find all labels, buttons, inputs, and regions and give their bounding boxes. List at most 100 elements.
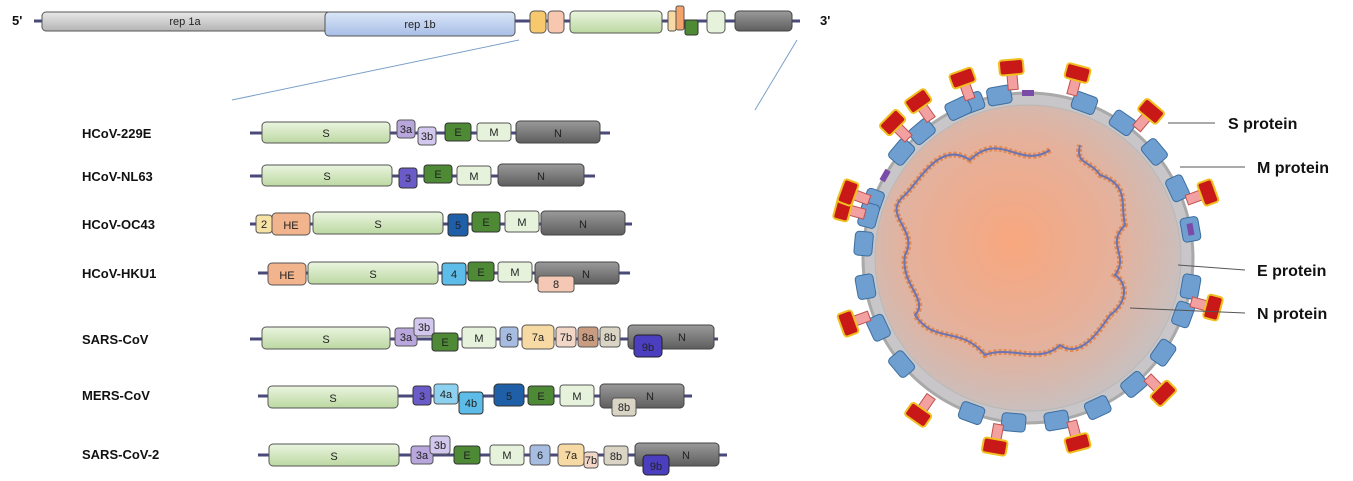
m-protein [1120, 370, 1148, 398]
svg-text:8a: 8a [582, 332, 595, 344]
gene-e [453, 445, 481, 465]
svg-text:3a: 3a [400, 332, 413, 344]
gene-8 [537, 275, 575, 293]
svg-text:7a: 7a [565, 450, 578, 462]
m-protein [853, 230, 874, 257]
gene-n [497, 163, 585, 187]
svg-text:7b: 7b [585, 455, 597, 467]
s-protein [1189, 293, 1224, 322]
three-prime-label: 3' [820, 13, 830, 28]
gene-3 [398, 167, 418, 189]
svg-text:E: E [454, 127, 461, 139]
gene-m [461, 326, 497, 349]
m-protein [1149, 338, 1177, 367]
gene-5 [493, 383, 525, 407]
svg-text:3b: 3b [418, 322, 430, 334]
genome-accessory-box [667, 10, 677, 32]
genome-e-box [684, 19, 699, 36]
svg-text:N: N [646, 391, 654, 403]
svg-text:N: N [554, 128, 562, 140]
gene-s [261, 326, 391, 350]
svg-text:N: N [678, 332, 686, 344]
genome-n-box [734, 10, 793, 32]
svg-text:M: M [469, 171, 478, 183]
gene-9b [642, 454, 670, 476]
m-protein [1000, 412, 1027, 433]
svg-text:3a: 3a [400, 124, 413, 136]
e-protein-label: E protein [1257, 263, 1326, 280]
s-protein [981, 422, 1009, 457]
svg-text:E: E [441, 337, 448, 349]
svg-text:8: 8 [553, 279, 559, 291]
gene-e [423, 164, 453, 184]
svg-text:9b: 9b [642, 342, 654, 354]
m-protein [866, 313, 891, 342]
s-protein [1063, 419, 1092, 454]
genome-s-box [569, 10, 663, 34]
m-protein [986, 84, 1013, 107]
m-protein [944, 96, 973, 121]
gene-3a [394, 327, 418, 347]
svg-text:S: S [322, 334, 329, 346]
svg-text:8b: 8b [618, 402, 630, 414]
n-protein-label: N protein [1257, 306, 1327, 323]
s-protein-label: S protein [1228, 116, 1297, 133]
gene-5 [447, 213, 469, 237]
gene-3b [417, 126, 437, 146]
s-protein [836, 178, 872, 207]
s-protein [1132, 98, 1165, 133]
svg-text:E: E [463, 450, 470, 462]
gene-8b [603, 445, 629, 466]
svg-text:S: S [323, 171, 330, 183]
gene-m [504, 210, 540, 233]
gene-7a [521, 324, 555, 350]
svg-text:6: 6 [537, 450, 543, 462]
svg-text:N: N [582, 269, 590, 281]
gene-n [515, 120, 601, 144]
m-protein [888, 350, 916, 378]
m-protein [1179, 273, 1202, 300]
svg-text:4a: 4a [440, 389, 453, 401]
gene-9b [633, 334, 663, 358]
gene-s [268, 443, 400, 467]
svg-text:M: M [572, 391, 581, 403]
genome-accessory-box [547, 10, 565, 34]
gene-e [444, 122, 472, 142]
m-protein [1070, 91, 1099, 115]
gene-7b [555, 326, 577, 348]
svg-text:6: 6 [506, 332, 512, 344]
gene-he [267, 262, 307, 286]
rep1b-label: rep 1b [404, 19, 435, 31]
svg-text:9b: 9b [650, 461, 662, 473]
gene-m [476, 122, 512, 142]
s-protein [836, 309, 872, 338]
gene-6 [529, 444, 551, 466]
svg-text:4b: 4b [465, 398, 477, 410]
svg-text:HE: HE [279, 270, 294, 282]
gene-8b [599, 326, 621, 348]
strain-label: HCoV-HKU1 [82, 266, 156, 281]
core [875, 105, 1181, 411]
svg-text:S: S [322, 128, 329, 140]
genome-map: 5' rep 1a rep 1b 3' [12, 5, 830, 111]
s-protein [1063, 62, 1092, 97]
svg-text:E: E [482, 217, 489, 229]
m-protein [957, 401, 986, 425]
strain-label: HCoV-229E [82, 126, 152, 141]
s-protein [997, 57, 1025, 91]
s-protein [904, 392, 936, 428]
gene-m [456, 165, 492, 186]
svg-text:M: M [517, 217, 526, 229]
m-protein [1083, 395, 1112, 420]
gene-3b [429, 435, 451, 455]
svg-text:N: N [537, 171, 545, 183]
svg-text:5: 5 [506, 391, 512, 403]
svg-text:4: 4 [451, 269, 457, 281]
m-protein [1171, 300, 1195, 329]
svg-text:M: M [502, 450, 511, 462]
m-protein [1140, 138, 1168, 166]
gene-s [267, 385, 399, 409]
m-protein [1043, 409, 1070, 432]
svg-text:S: S [330, 451, 337, 463]
genome-m-box [706, 10, 726, 34]
